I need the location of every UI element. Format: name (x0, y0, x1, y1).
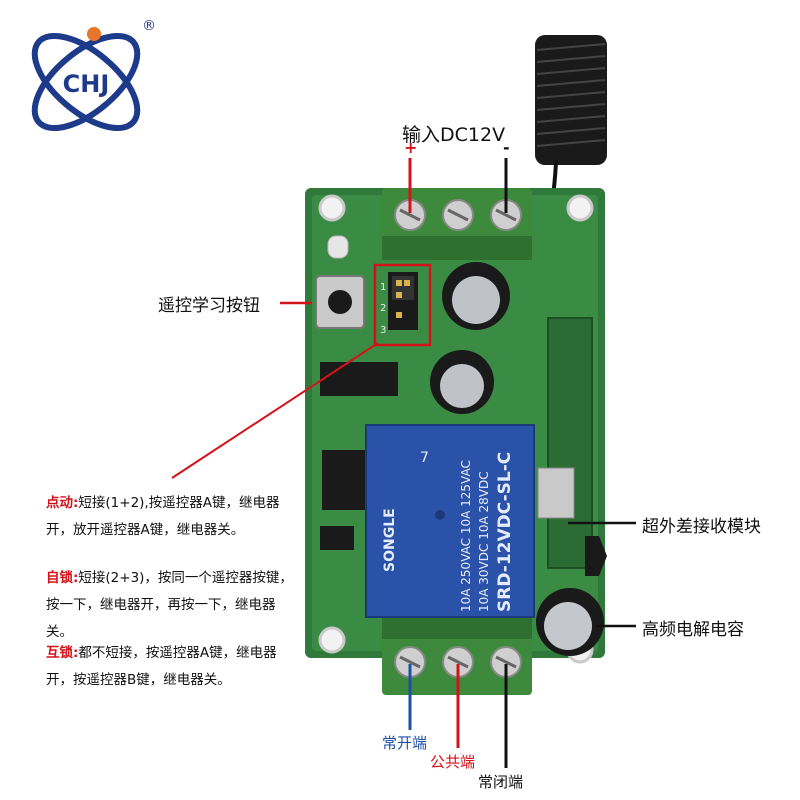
jumper-pin-3: 3 (380, 325, 386, 336)
note-text: 短接(2+3)，按同一个遥控器按键，按一下，继电器开，再按一下，继电器关。 (46, 570, 293, 640)
note-key: 自锁: (46, 570, 79, 586)
minus-sign: - (503, 138, 510, 157)
power-input-label: 输入DC12V (402, 124, 506, 146)
capacitor-label: 高频电解电容 (642, 620, 744, 640)
brand-logo: CHJ ® (18, 10, 158, 150)
led (327, 235, 349, 259)
relay-brand: SONGLE (382, 508, 398, 572)
relay-rating-ac: 10A 250VAC 10A 125VAC (459, 460, 473, 612)
relay-model: SRD-12VDC-SL-C (495, 452, 515, 612)
plus-sign: + (404, 138, 418, 157)
learn-button-label: 遥控学习按钮 (158, 296, 260, 316)
learn-push-button (315, 275, 365, 329)
note-key: 点动: (46, 495, 79, 511)
logo-graphic: CHJ ® (31, 18, 156, 132)
mode-note-latching: 自锁:短接(2+3)，按同一个遥控器按键，按一下，继电器开，再按一下，继电器关。 (46, 565, 296, 646)
hf-capacitor (536, 588, 604, 656)
jumper-pin-2: 2 (380, 303, 386, 314)
top-terminal-block (382, 188, 532, 260)
note-key: 互锁: (46, 645, 79, 661)
logo-text: CHJ (63, 70, 110, 98)
note-text: 短接(1+2),按遥控器A键，继电器开，放开遥控器A键，继电器关。 (46, 495, 280, 538)
note-text: 都不短接，按遥控器A键，继电器开，按遥控器B键，继电器关。 (46, 645, 277, 688)
ic-chip-2 (322, 450, 366, 510)
common-label: 公共端 (430, 753, 476, 771)
ic-chip-1 (320, 362, 398, 396)
jumper-pin-1: 1 (380, 282, 386, 293)
normally-closed-label: 常闭端 (478, 773, 524, 791)
relay-mark: 7 (420, 450, 429, 466)
relay: SONGLE SRD-12VDC-SL-C 10A 250VAC 10A 125… (365, 424, 535, 618)
receiver-module-board (537, 317, 607, 576)
transistor (320, 526, 354, 550)
relay-rating-dc: 10A 30VDC 10A 28VDC (477, 471, 491, 612)
jumper-highlight-box (373, 263, 432, 347)
mode-note-momentary: 点动:短接(1+2),按遥控器A键，继电器开，放开遥控器A键，继电器关。 (46, 490, 296, 544)
receiver-module-label: 超外差接收模块 (642, 517, 761, 537)
capacitor-2 (430, 350, 494, 414)
capacitor-1 (442, 262, 510, 330)
jumper-header (388, 272, 418, 330)
bottom-terminal-block (382, 615, 532, 695)
mode-note-interlock: 互锁:都不短接，按遥控器A键，继电器开，按遥控器B键，继电器关。 (46, 640, 296, 694)
jumper-callout-line (171, 342, 379, 479)
normally-open-label: 常开端 (382, 734, 428, 752)
registered-mark: ® (142, 18, 156, 34)
